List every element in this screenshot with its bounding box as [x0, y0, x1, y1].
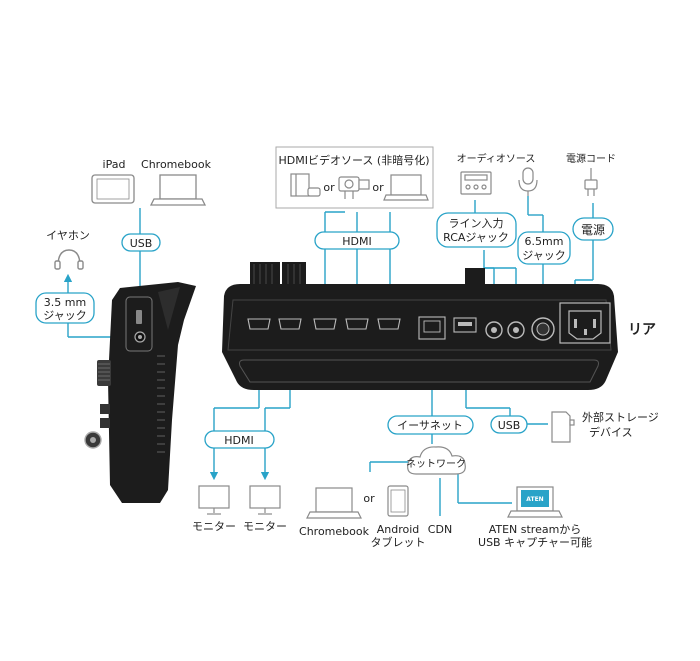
usb-badge-storage: USB	[490, 415, 528, 434]
android-tablet-icon	[387, 485, 409, 517]
svg-text:HDMI: HDMI	[342, 235, 371, 248]
svg-text:6.5mm: 6.5mm	[525, 235, 564, 248]
tablet-icon	[91, 174, 135, 204]
svg-text:USB: USB	[498, 419, 521, 432]
android-label-1: Android	[377, 523, 420, 536]
svg-text:ネットワーク: ネットワーク	[406, 458, 466, 470]
ethernet-badge: イーサネット	[387, 415, 474, 435]
monitor-icon-2	[249, 485, 281, 515]
headphone-icon	[54, 249, 84, 270]
aten-capture-label-1: ATEN streamから	[489, 523, 582, 536]
network-cloud: ネットワーク	[406, 446, 466, 475]
video-source-title: HDMIビデオソース (非暗号化)	[278, 153, 429, 167]
svg-text:ライン入力: ライン入力	[449, 217, 504, 230]
camcorder-icon	[338, 176, 370, 199]
monitor-icon-1	[198, 485, 230, 515]
jack-65-badge: 6.5mm ジャック	[517, 231, 571, 265]
laptop-icon-network	[306, 487, 362, 519]
hdmi-badge-bottom: HDMI	[204, 430, 275, 449]
power-cord-label: 電源コード	[566, 152, 616, 165]
svg-text:ジャック: ジャック	[43, 309, 86, 322]
chromebook-label-top: Chromebook	[141, 158, 212, 171]
laptop-icon-source	[383, 174, 429, 201]
microphone-icon	[518, 167, 538, 196]
jack-35-badge: 3.5 mm ジャック	[35, 292, 95, 324]
aten-laptop-icon: ATEN	[507, 486, 563, 518]
device-side-view	[84, 282, 196, 503]
or-label-1: or	[323, 181, 335, 194]
game-console-icon	[290, 173, 321, 197]
power-plug-icon	[584, 168, 598, 196]
video-source-box: HDMIビデオソース (非暗号化) or or	[275, 146, 434, 209]
laptop-icon-top	[149, 174, 207, 206]
storage-label-2: デバイス	[589, 425, 633, 439]
or-label-network: or	[363, 492, 375, 505]
power-badge: 電源	[572, 217, 614, 241]
svg-text:3.5 mm: 3.5 mm	[44, 296, 86, 309]
ipad-label: iPad	[103, 158, 126, 171]
svg-text:イーサネット: イーサネット	[397, 419, 463, 432]
hdmi-badge-top: HDMI	[314, 231, 400, 250]
svg-text:HDMI: HDMI	[224, 434, 253, 447]
rear-label: リア	[628, 322, 656, 338]
chromebook-label-network: Chromebook	[299, 525, 370, 538]
aten-capture-label-2: USB キャプチャー可能	[478, 535, 592, 549]
or-label-2: or	[372, 181, 384, 194]
line-in-badge: ライン入力 RCAジャック	[436, 212, 517, 248]
usb-badge-left: USB	[121, 233, 161, 252]
monitor-label-2: モニター	[243, 520, 287, 533]
android-label-2: タブレット	[371, 535, 426, 549]
monitor-label-1: モニター	[192, 520, 236, 533]
storage-device-icon	[551, 411, 575, 443]
earphone-label: イヤホン	[46, 229, 90, 242]
svg-text:RCAジャック: RCAジャック	[443, 231, 509, 244]
cdn-label: CDN	[428, 523, 452, 536]
svg-text:ジャック: ジャック	[522, 249, 565, 262]
svg-text:ATEN: ATEN	[526, 496, 543, 503]
device-rear-view	[222, 262, 618, 390]
svg-text:USB: USB	[130, 237, 153, 250]
audio-player-icon	[460, 171, 492, 195]
svg-text:電源: 電源	[581, 223, 605, 237]
storage-label-1: 外部ストレージ	[582, 410, 659, 424]
audio-source-label: オーディオソース	[457, 152, 536, 165]
